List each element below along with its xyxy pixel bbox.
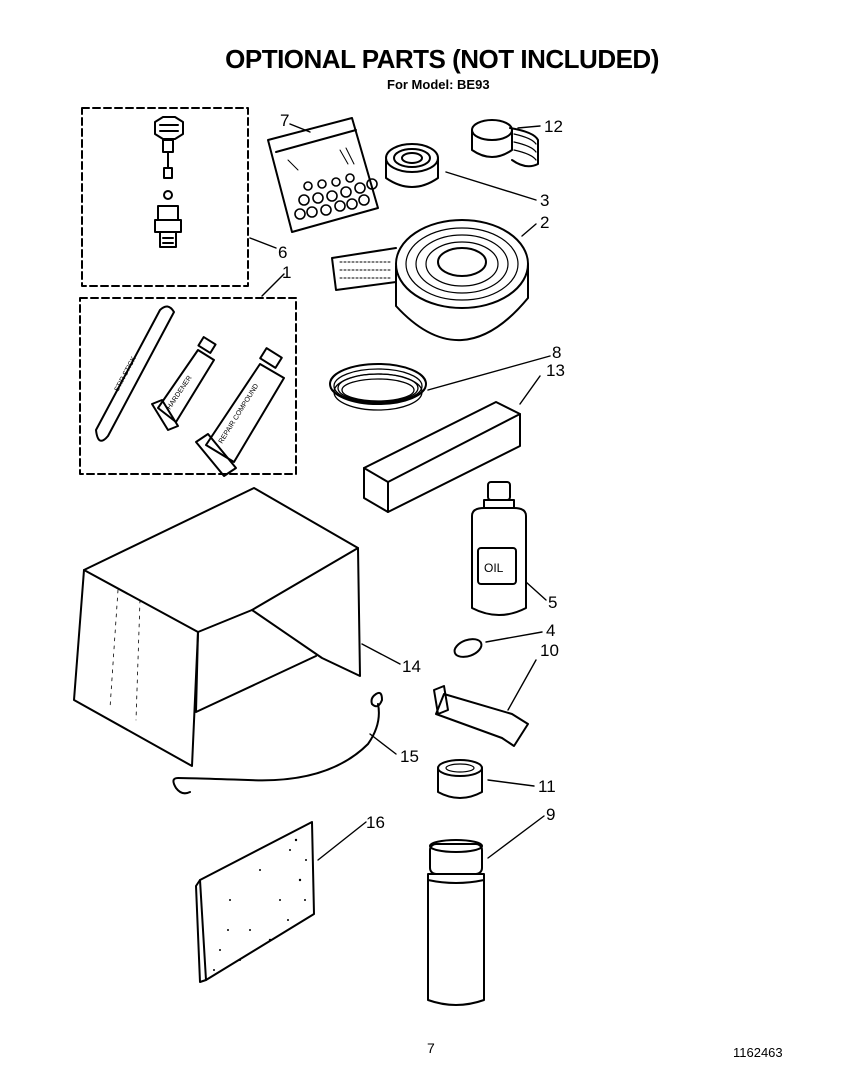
repair-compound-text: REPAIR COMPOUND (218, 383, 261, 445)
valve-part (154, 116, 184, 248)
leader-lines (249, 123, 551, 861)
container-11 (437, 759, 483, 799)
callout-15: 15 (400, 747, 419, 766)
callout-16: 16 (366, 813, 385, 832)
stir-stick (95, 305, 175, 442)
callout-10: 10 (540, 641, 559, 660)
repair-kit-box (79, 297, 297, 475)
hardener-tube (151, 336, 217, 431)
oil-label-text: OIL (484, 561, 504, 575)
callout-6: 6 (278, 243, 287, 262)
cover (73, 487, 361, 767)
callout-3: 3 (540, 191, 549, 210)
repair-compound-tube (195, 347, 285, 477)
model-line: For Model: BE93 (387, 77, 490, 92)
filter-pad (195, 821, 315, 983)
callout-2: 2 (540, 213, 549, 232)
sealing-block (363, 401, 521, 513)
callout-4: 4 (546, 621, 555, 640)
hardener-text: HARDENER (166, 375, 194, 411)
capsule (453, 638, 483, 658)
valve-kit-box (81, 107, 249, 287)
wire-coil (329, 363, 427, 411)
callout-1: 1 (282, 263, 291, 282)
callout-8: 8 (552, 343, 561, 362)
callout-7: 7 (280, 111, 289, 130)
callout-12: 12 (544, 117, 563, 136)
callout-13: 13 (546, 361, 565, 380)
small-tape-roll (385, 143, 439, 188)
tape-roll-12 (471, 119, 539, 168)
callout-11: 11 (538, 777, 556, 796)
document-number: 1162463 (733, 1045, 783, 1060)
page-title: OPTIONAL PARTS (NOT INCLUDED) (225, 44, 659, 74)
callout-14: 14 (402, 657, 421, 676)
o-ring-bag (267, 117, 379, 233)
callout-9: 9 (546, 805, 555, 824)
large-tape-roll (331, 219, 529, 341)
page-number: 7 (427, 1040, 435, 1056)
oil-bottle (471, 481, 527, 616)
tube-10 (433, 685, 529, 747)
cord (172, 691, 383, 795)
callout-5: 5 (548, 593, 557, 612)
spray-can (427, 839, 485, 1006)
